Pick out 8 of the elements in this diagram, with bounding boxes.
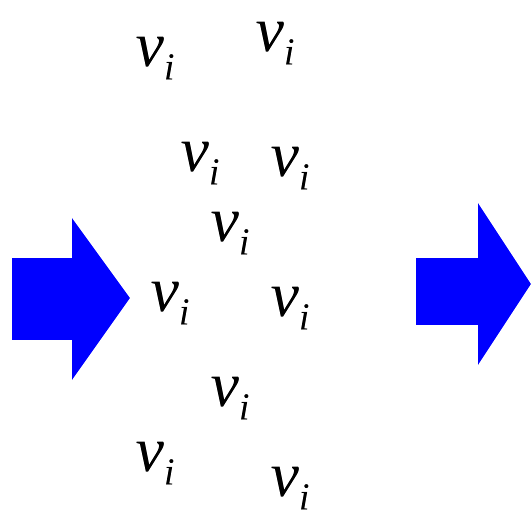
variable-label: v$_{i}$	[150, 258, 190, 332]
variable-label: v$_{i}$	[270, 443, 310, 517]
variable-label: v$_{i}$	[255, 0, 295, 72]
variable-label: v$_{i}$	[135, 418, 175, 492]
variable-label: v$_{i}$	[270, 263, 310, 337]
variable-label: v$_{i}$	[135, 13, 175, 87]
variable-label: v$_{i}$	[270, 123, 310, 197]
variable-label: v$_{i}$	[210, 353, 250, 427]
